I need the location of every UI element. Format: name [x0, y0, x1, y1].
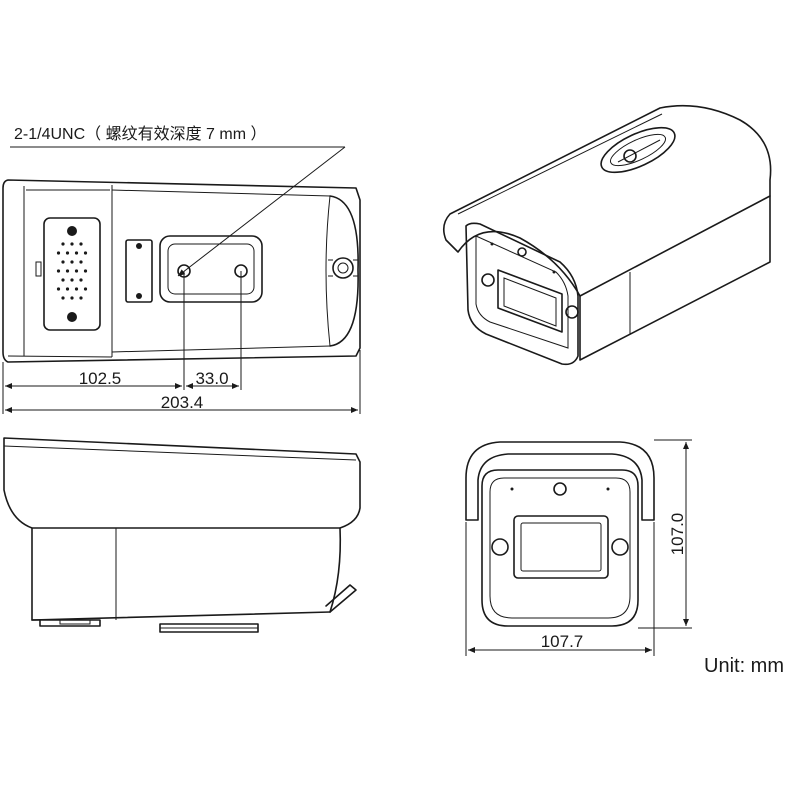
isometric-view	[442, 104, 772, 366]
iso-top-knob	[600, 126, 676, 174]
side-sunshield	[3, 437, 361, 529]
front-ir-led-left	[491, 538, 509, 556]
connector-pin	[79, 242, 83, 246]
connector-pin	[70, 296, 74, 300]
dim-label-33-0: 33.0	[195, 369, 228, 388]
mounting-pad-inner	[167, 243, 255, 295]
dim-label-107-7: 107.7	[541, 632, 584, 651]
iso-ir-led-left	[481, 273, 495, 287]
connector-screw-top	[67, 226, 77, 236]
connector-pin	[56, 269, 61, 273]
connector-pin	[70, 242, 74, 246]
side-bottom-mount	[159, 623, 259, 633]
front-lens-window	[513, 515, 609, 579]
connector-pin	[70, 278, 74, 282]
connector-screw-bottom	[67, 312, 77, 322]
connector-pin	[79, 278, 83, 282]
connector-pin	[65, 251, 70, 255]
connector-plate	[43, 217, 101, 331]
thread-annotation: 2-1/4UNC（ 螺纹有效深度 7 mm ）	[10, 125, 346, 277]
front-sunshield	[465, 441, 655, 521]
iso-lens-window	[497, 269, 563, 333]
connector-pin	[70, 260, 74, 264]
front-ir-led-right	[611, 538, 629, 556]
bottom-body-outline	[2, 179, 361, 363]
dim-label-107-0: 107.0	[668, 513, 687, 556]
adjust-knob	[332, 257, 354, 279]
connector-pin	[61, 278, 65, 282]
iso-front-frame	[465, 222, 579, 366]
iso-sunshield	[442, 104, 772, 297]
connector-pin	[74, 287, 79, 291]
connector-pin	[61, 260, 65, 264]
front-bezel-inner	[489, 477, 631, 619]
dim-label-102-5: 102.5	[79, 369, 122, 388]
connector-pin	[61, 242, 65, 246]
iso-sensor	[517, 247, 527, 257]
front-bezel-outer	[481, 469, 639, 627]
connector-pin	[79, 260, 83, 264]
iso-ir-led-right	[565, 305, 579, 319]
thread-note-text: 2-1/4UNC（ 螺纹有效深度 7 mm ）	[14, 125, 266, 143]
side-body-left	[31, 527, 101, 627]
mounting-pad-outer	[159, 235, 263, 303]
thread-leader-line	[177, 146, 346, 277]
iso-body	[579, 195, 771, 361]
connector-pin	[61, 296, 65, 300]
side-view	[3, 437, 361, 633]
connector-pin	[65, 269, 70, 273]
connector-pin	[83, 251, 88, 255]
side-body-front	[329, 527, 342, 613]
connector-pin	[65, 287, 70, 291]
dim-label-203-4: 203.4	[161, 393, 204, 412]
connector-pin	[74, 269, 79, 273]
connector-pin-grid	[56, 242, 88, 300]
connector-pin	[83, 269, 88, 273]
front-sensor	[553, 482, 567, 496]
bottom-view: 102.5 33.0 203.4	[2, 179, 361, 414]
front-view: 107.0 107.7	[465, 439, 692, 656]
connector-pin	[83, 287, 88, 291]
cable-clip	[125, 239, 153, 303]
side-lens-lip	[325, 584, 357, 613]
connector-pin	[79, 296, 83, 300]
bottom-end-cap	[329, 195, 359, 347]
connector-pin	[56, 287, 61, 291]
connector-pin	[56, 251, 61, 255]
connector-pin	[74, 251, 79, 255]
unit-label: Unit: mm	[704, 655, 784, 677]
